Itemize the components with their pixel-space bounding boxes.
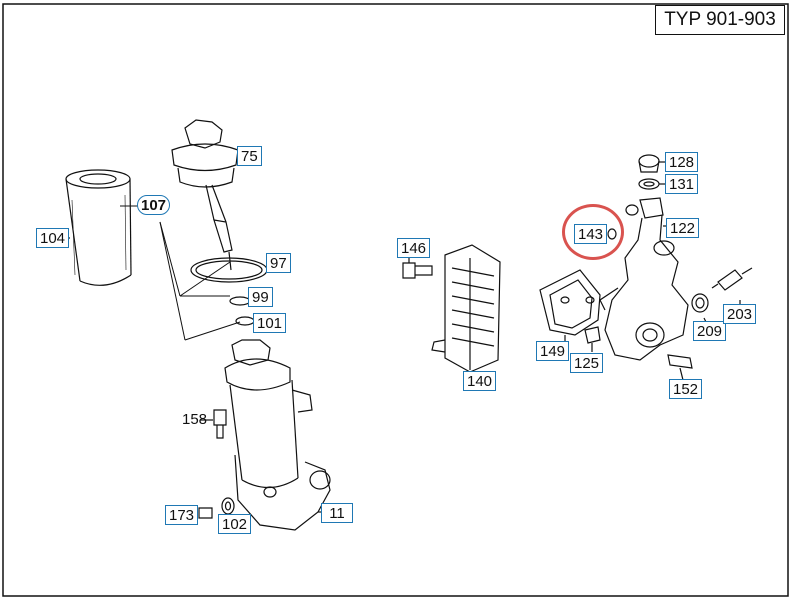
part-label-128[interactable]: 128 bbox=[665, 152, 699, 172]
part-label-11[interactable]: 11 bbox=[321, 503, 353, 523]
part-label-99[interactable]: 99 bbox=[248, 287, 273, 307]
type-label: TYP 901-903 bbox=[655, 5, 785, 35]
part-label-209[interactable]: 209 bbox=[693, 321, 727, 341]
part-label-107[interactable]: 107 bbox=[137, 195, 171, 215]
part-label-146[interactable]: 146 bbox=[397, 238, 431, 258]
oil-cooler-drawing bbox=[431, 244, 501, 373]
drawing-border bbox=[2, 3, 789, 597]
kit-bracket bbox=[120, 205, 241, 341]
part-label-152[interactable]: 152 bbox=[669, 379, 703, 399]
part-label-203[interactable]: 203 bbox=[723, 304, 757, 324]
part-label-101[interactable]: 101 bbox=[253, 313, 287, 333]
filter-cover-drawing bbox=[171, 119, 239, 271]
part-label-131[interactable]: 131 bbox=[665, 174, 699, 194]
filter-element-drawing bbox=[65, 169, 132, 286]
part-label-104[interactable]: 104 bbox=[36, 228, 70, 248]
part-label-140[interactable]: 140 bbox=[463, 371, 497, 391]
part-label-143[interactable]: 143 bbox=[574, 224, 608, 244]
part-label-75[interactable]: 75 bbox=[237, 146, 262, 166]
gasket-drawing bbox=[539, 269, 601, 336]
part-label-102[interactable]: 102 bbox=[218, 514, 252, 534]
filter-bracket-drawing bbox=[599, 197, 689, 361]
part-label-149[interactable]: 149 bbox=[536, 341, 570, 361]
part-label-158[interactable]: 158 bbox=[182, 411, 208, 428]
part-label-122[interactable]: 122 bbox=[666, 218, 700, 238]
filter-housing-drawing bbox=[224, 339, 331, 531]
part-label-125[interactable]: 125 bbox=[570, 353, 604, 373]
part-label-97[interactable]: 97 bbox=[266, 253, 291, 273]
part-label-173[interactable]: 173 bbox=[165, 505, 199, 525]
